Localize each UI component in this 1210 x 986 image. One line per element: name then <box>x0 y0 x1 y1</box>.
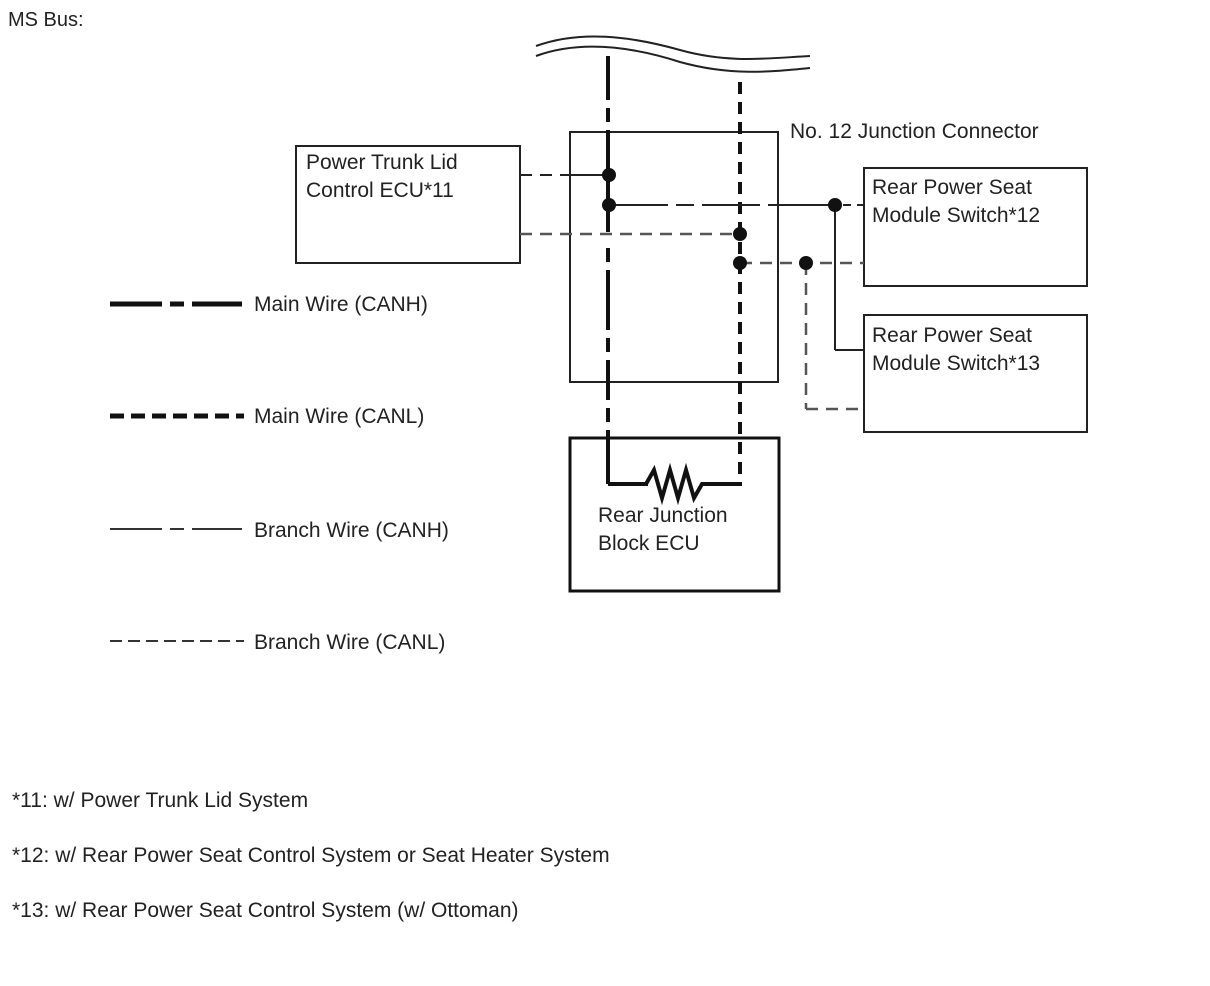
terminator-resistor <box>644 462 742 506</box>
junction-dot <box>602 168 616 182</box>
junction-dot <box>733 256 747 270</box>
legend-branch-canh: Branch Wire (CANH) <box>110 519 449 542</box>
legend-label: Main Wire (CANH) <box>254 293 428 316</box>
legend-main-canh: Main Wire (CANH) <box>110 293 428 316</box>
junction-dot <box>733 227 747 241</box>
bus-break-symbol <box>535 35 811 73</box>
junction-connector-label: No. 12 Junction Connector <box>790 120 1039 143</box>
legend-label: Main Wire (CANL) <box>254 405 424 428</box>
rear-seat-switch-12-label-2: Module Switch*12 <box>872 204 1040 227</box>
rear-seat-switch-13-label-1: Rear Power Seat <box>872 324 1032 347</box>
main-wire-canh <box>606 56 648 486</box>
rear-seat-switch-13-box <box>863 314 1088 433</box>
footnote-13: *13: w/ Rear Power Seat Control System (… <box>12 899 519 922</box>
junction-dot <box>799 256 813 270</box>
diagram-title: MS Bus: <box>8 9 84 31</box>
rear-junction-block-label-1: Rear Junction <box>598 504 728 527</box>
power-trunk-lid-ecu-box <box>295 145 521 264</box>
rear-seat-switch-13-label-2: Module Switch*13 <box>872 352 1040 375</box>
footnote-12: *12: w/ Rear Power Seat Control System o… <box>12 844 610 867</box>
junction-dot <box>602 198 616 212</box>
legend-main-canl: Main Wire (CANL) <box>110 405 424 428</box>
junction-dot <box>828 198 842 212</box>
rear-junction-block-label-2: Block ECU <box>598 532 700 555</box>
rear-seat-switch-12-box <box>863 167 1088 287</box>
junction-connector-box <box>569 131 779 383</box>
branch-wire-canh-switch12 <box>608 204 864 351</box>
footnote-11: *11: w/ Power Trunk Lid System <box>12 789 308 812</box>
power-trunk-lid-ecu-label-1: Power Trunk Lid <box>306 151 458 174</box>
footnotes: *11: w/ Power Trunk Lid System *12: w/ R… <box>12 789 610 922</box>
branch-wire-canl-switches <box>740 261 864 411</box>
power-trunk-lid-ecu-label-2: Control ECU*11 <box>306 179 454 202</box>
legend-label: Branch Wire (CANL) <box>254 631 445 654</box>
legend-label: Branch Wire (CANH) <box>254 519 449 542</box>
junction-dots <box>602 168 842 270</box>
rear-seat-switch-12-label-1: Rear Power Seat <box>872 176 1032 199</box>
rear-junction-block-ecu-box <box>568 436 781 593</box>
legend-branch-canl: Branch Wire (CANL) <box>110 631 445 654</box>
legend: Main Wire (CANH) Main Wire (CANL) Branch… <box>110 293 449 654</box>
